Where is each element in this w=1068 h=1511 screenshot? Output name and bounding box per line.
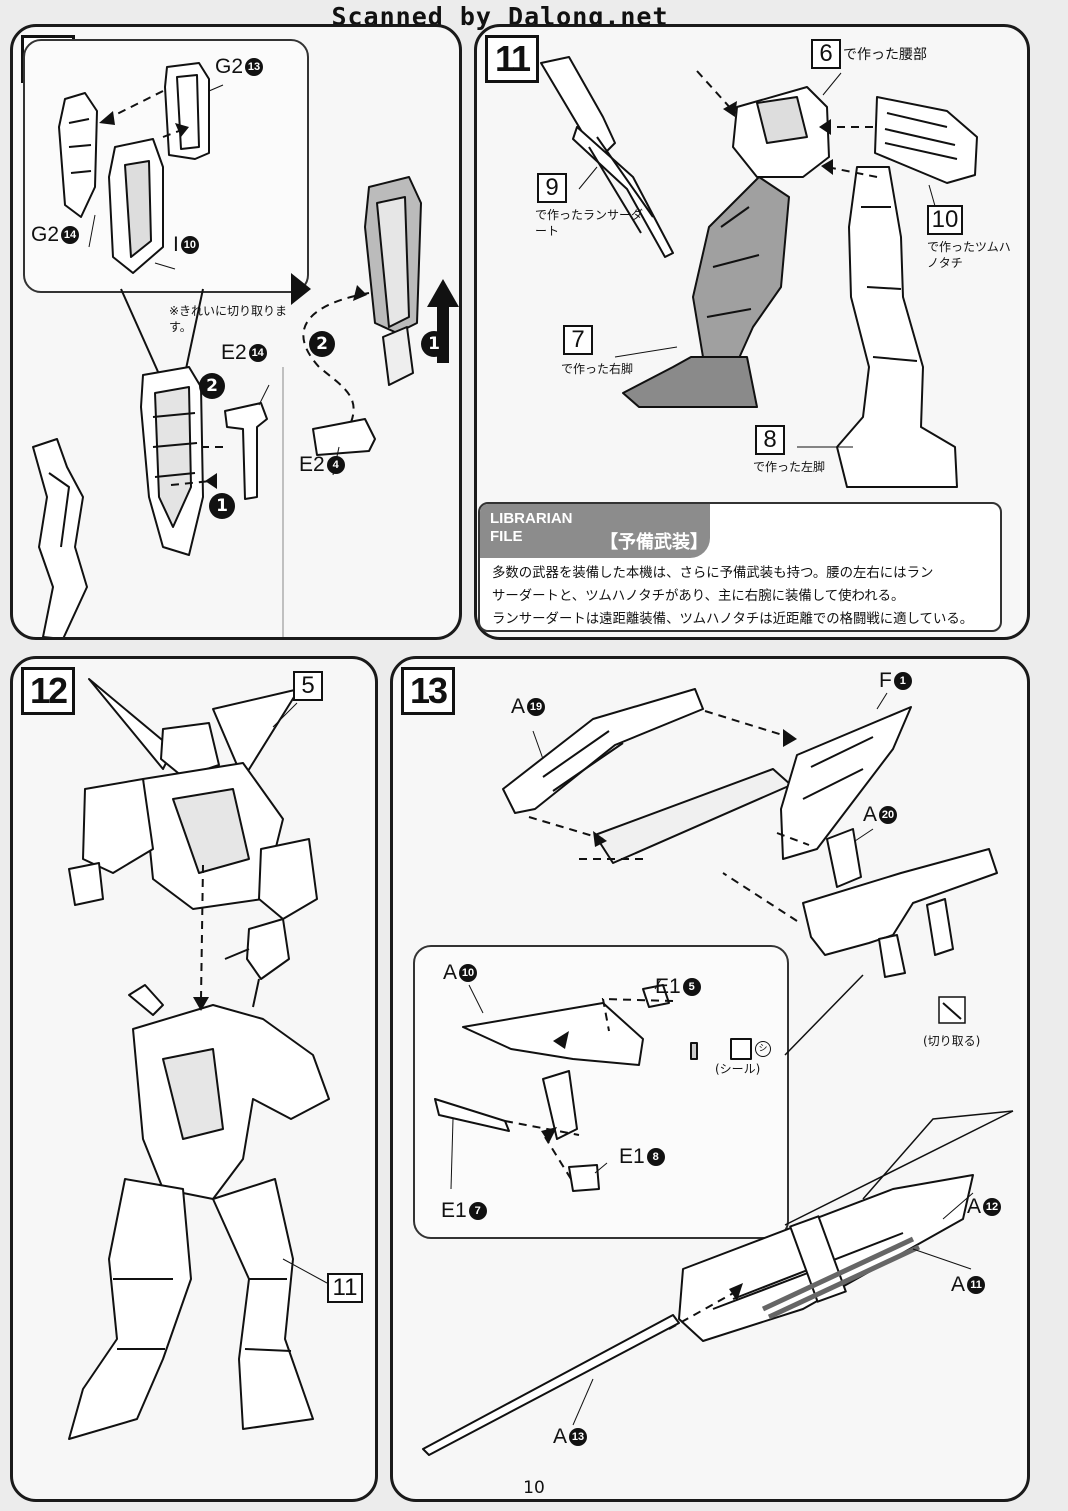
page-number: 10	[523, 1478, 545, 1498]
order-badge-1b: 1	[421, 331, 447, 357]
order-badge-2: 2	[199, 373, 225, 399]
step-number: 13	[401, 667, 455, 715]
step-number: 11	[485, 35, 539, 83]
sticker-label: (シール)	[715, 1062, 761, 1076]
step-12-panel: 12	[10, 656, 378, 1502]
step-10-panel: 10	[10, 24, 462, 640]
librarian-body-line: 多数の武器を装備した本機は、さらに予備武装も持つ。腰の左右にはラン	[492, 566, 934, 581]
cut-label: (切り取る)	[923, 1034, 981, 1048]
step-10-illustration	[32, 62, 459, 637]
step-13-panel: 13	[390, 656, 1030, 1502]
librarian-body-line: ランサーダートは遠距離装備、ツムハノタチは近距離での格闘戦に適している。	[492, 612, 974, 627]
cut-note: ※きれいに切り取ります。	[169, 304, 288, 334]
librarian-heading: 【予備武装】	[600, 532, 708, 553]
order-badge-1: 1	[209, 493, 235, 519]
librarian-tab-line2: FILE	[490, 528, 523, 545]
librarian-tab-line1: LIBRARIAN	[490, 510, 573, 527]
ref-5: 5	[293, 671, 323, 701]
ref-11: 11	[327, 1273, 363, 1303]
sticker-code: シ	[755, 1041, 771, 1057]
step-13-illustration	[422, 688, 1014, 1456]
librarian-body: 多数の武器を装備した本機は、さらに予備武装も持つ。腰の左右にはラン サーダートと…	[492, 562, 990, 631]
step-12-illustration	[68, 678, 330, 1440]
detail-inset	[413, 945, 789, 1239]
step-11-illustration	[540, 56, 978, 488]
librarian-file-box: LIBRARIAN FILE 【予備武装】 多数の武器を装備した本機は、さらに予…	[478, 502, 1002, 632]
step-number: 12	[21, 667, 75, 715]
librarian-body-line: サーダートと、ツムハノタチがあり、主に右腕に装備して使われる。	[492, 589, 905, 604]
order-badge-2b: 2	[309, 331, 335, 357]
